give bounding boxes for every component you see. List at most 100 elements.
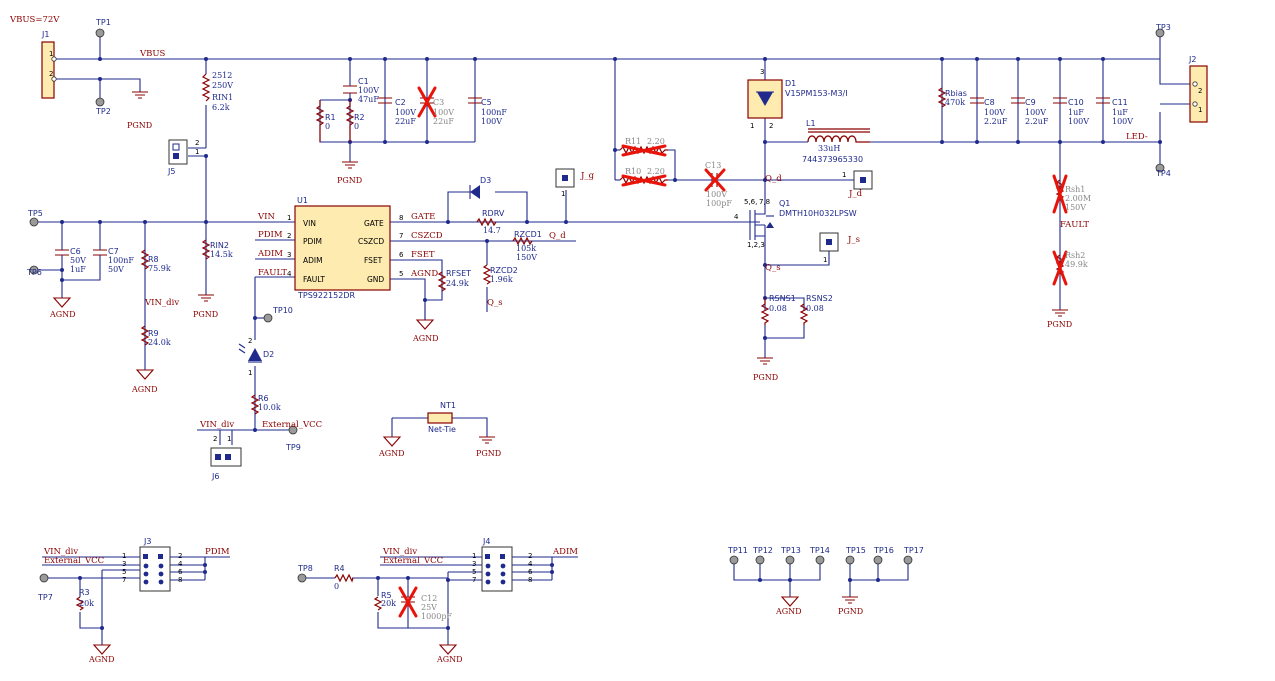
connector-j6: J6 2 1 — [210, 435, 242, 481]
components-c9-v-text: 100V — [1025, 108, 1046, 117]
j4-label: J4 — [482, 537, 490, 546]
nets-agnd-text: AGND — [49, 310, 76, 319]
components-rzcd1-v-text: 150V — [516, 253, 537, 262]
nets-q-d-text: Q_d — [765, 174, 782, 184]
net-tie-nt1 — [427, 412, 453, 424]
nets-q-d-text: Q_d — [549, 231, 566, 241]
components-c10-val-text: 100V — [1068, 117, 1089, 126]
nets-ext-vcc-text: External_VCC — [383, 556, 443, 566]
components-d3-ref-text: D3 — [480, 176, 491, 185]
test-points-tp1-text: TP1 — [95, 18, 111, 27]
components-d1-ref-text: D1 — [785, 79, 796, 88]
components-r4-ref-text: R4 — [334, 564, 345, 573]
connectors-pin1-text: 1 — [195, 148, 199, 156]
j6-label: J6 — [211, 472, 219, 481]
j3-label: J3 — [143, 537, 151, 546]
components-c3-v-text: 100V — [433, 108, 454, 117]
components-r5-ref-text: R5 — [381, 591, 392, 600]
connectors-pin1-text: 1 — [248, 369, 252, 377]
connectors-pin3-text: 3 — [122, 560, 126, 568]
nets-ext-vcc-text: External_VCC — [262, 420, 322, 430]
nets-pgnd-text: PGND — [753, 373, 778, 382]
components-rsns1-val-text: 0.08 — [769, 304, 787, 313]
components-r5-val-text: 20k — [381, 599, 396, 608]
components-rin1-val-text: 6.2k — [212, 103, 230, 112]
nets-vin-div-text: VIN_div — [382, 547, 417, 557]
connectors-pin2-text: 2 — [287, 232, 291, 240]
components-r9-ref-text: R9 — [148, 329, 159, 338]
components-c8-ref-text: C8 — [984, 98, 995, 107]
connectors-pin6-text: 6 — [528, 568, 533, 576]
nets-fault-text: FAULT — [1060, 220, 1089, 230]
connectors-pin5-text: 5 — [122, 568, 126, 576]
test-points-tp16-text: TP16 — [873, 546, 894, 555]
nets-pgnd-text: PGND — [1047, 320, 1072, 329]
components-rzcd1-ref-text: RZCD1 — [514, 230, 542, 239]
nets-q-s-text: Q_s — [765, 263, 781, 273]
nets-pdim-text: PDIM — [258, 230, 283, 240]
connectors-pin1-text: 1 — [472, 552, 476, 560]
test-points-tp8-text: TP8 — [297, 564, 313, 573]
components-c13-val-text: 100pF — [706, 199, 732, 208]
test-points-tp7-text: TP7 — [37, 593, 53, 602]
connector-j-s: J_s 1 — [819, 232, 860, 264]
components-rsns2-ref-text: RSNS2 — [806, 294, 833, 303]
nets-vin-text: VIN — [257, 212, 275, 222]
test-points: TP1 TP2 TP3 TP4 TP5 TP6 TP7 TP8 TP9 TP10… — [26, 18, 1171, 602]
components-d1-part-text: V15PM153-M3/I — [785, 89, 848, 98]
nets-pgnd-text: PGND — [193, 310, 218, 319]
connectors-pin2-text: 2 — [195, 139, 199, 147]
nets-agnd-text: AGND — [412, 334, 439, 343]
connector-j2: J2 2 1 — [1188, 55, 1208, 123]
ic-u1: U1 TPS92215​2DR VIN PDIM ADIM FAULT GATE… — [287, 196, 404, 300]
components-rzcd2-val-text: 1.96k — [490, 275, 513, 284]
nets-q-s-text: Q_s — [487, 298, 503, 308]
connectors-pin2-text: 2 — [248, 337, 252, 345]
connectors-pin1-text: 1 — [287, 214, 291, 222]
components-c5-v-text: 100nF — [481, 108, 507, 117]
components-rsh1-v-text: 150V — [1065, 203, 1086, 212]
components-c2-ref-text: C2 — [395, 98, 406, 107]
components-c11-ref-text: C11 — [1112, 98, 1128, 107]
components-c2-v-text: 100V — [395, 108, 416, 117]
nets-vin-div-text: VIN_div — [199, 420, 234, 430]
dnp-crosses — [398, 86, 1068, 618]
nets-vbus-text: VBUS — [139, 49, 166, 59]
nets-vbus72-text: VBUS=72V — [9, 15, 60, 25]
connectors-pin1-text: 1 — [842, 171, 846, 179]
capacitors — [55, 80, 1110, 604]
connector-j5: J5 2 1 — [167, 139, 199, 176]
components-c12-ref-text: C12 — [421, 594, 437, 603]
connectors-pin1-text: 1 — [1198, 106, 1202, 114]
components-r4-val-text: 0 — [334, 582, 339, 591]
components-rfset-val-text: 24.9k — [446, 279, 469, 288]
components-c8-v-text: 100V — [984, 108, 1005, 117]
nets-agnd-text: AGND — [131, 385, 158, 394]
nets-fault-text: FAULT — [258, 268, 287, 278]
test-points-tp6-text: TP6 — [26, 268, 42, 277]
components-u1-pins-pdim-text: PDIM — [303, 237, 322, 246]
components-r6-ref-text: R6 — [258, 394, 269, 403]
components-r1-ref-text: R1 — [325, 113, 336, 122]
nets-vin-div-text: VIN_div — [144, 298, 179, 308]
connectors-pin2-text: 2 — [213, 435, 217, 443]
components-rzcd2-ref-text: RZCD2 — [490, 266, 518, 275]
test-points-tp3-text: TP3 — [1155, 23, 1171, 32]
components-rbias-ref-text: Rbias — [945, 89, 967, 98]
connectors-pin1-text: 1 — [750, 122, 754, 130]
components-c12-val-text: 1000pF — [421, 612, 452, 621]
connectors-pin4-text: 4 — [287, 270, 292, 278]
components-c1-ref-text: C1 — [358, 77, 369, 86]
components-nt1-part-text: Net-Tie — [428, 425, 456, 434]
connector-j-d: J_d 1 — [842, 170, 873, 199]
connectors-pin2-text: 2 — [1198, 87, 1202, 95]
nets-j-g-text: J_g — [580, 171, 595, 181]
connectors-pin3-text: 3 — [472, 560, 476, 568]
ground-symbols — [52, 91, 1068, 655]
connectors-pin2-text: 2 — [769, 122, 773, 130]
components-r2-ref-text: R2 — [354, 113, 365, 122]
components-u1-pins-vin-text: VIN — [303, 219, 316, 228]
